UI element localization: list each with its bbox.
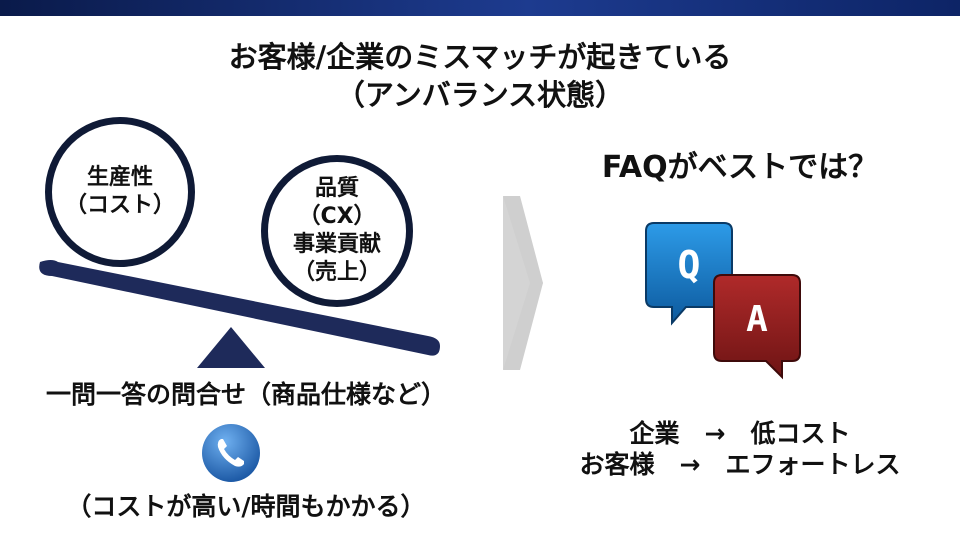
phone-icon xyxy=(202,424,260,482)
circle-label: （CX） xyxy=(298,204,376,229)
company-benefit-row: 企業 → 低コスト xyxy=(629,419,851,448)
circle-label: （売上） xyxy=(292,260,381,285)
question-bubble xyxy=(645,222,733,326)
circle-label: （コスト） xyxy=(64,193,175,218)
answer-letter: A xyxy=(746,299,768,340)
quality-circle: 品質 （CX） 事業貢献 （売上） xyxy=(261,155,413,307)
question-letter: Q xyxy=(677,243,701,287)
customer-benefit-row: お客様 → エフォートレス xyxy=(579,450,901,479)
slide-title-line2: （アンバランス状態） xyxy=(335,78,625,112)
chevron-right-icon xyxy=(503,196,543,370)
slide-title-line1: お客様/企業のミスマッチが起きている xyxy=(228,40,732,74)
inquiry-caption: 一問一答の問合せ（商品仕様など） xyxy=(45,380,446,409)
scale-beam xyxy=(39,260,440,356)
cost-caption: （コストが高い/時間もかかる） xyxy=(66,492,426,521)
answer-bubble xyxy=(713,274,801,380)
faq-heading: FAQがベストでは？ xyxy=(601,150,879,185)
top-accent-bar xyxy=(0,0,960,16)
productivity-circle: 生産性 （コスト） xyxy=(45,117,195,267)
fulcrum-triangle xyxy=(197,327,265,368)
circle-label: 品質 xyxy=(314,176,359,201)
qa-bubbles-graphic xyxy=(645,222,801,380)
circle-label: 生産性 xyxy=(86,165,153,190)
circle-label: 事業貢献 xyxy=(292,232,381,257)
